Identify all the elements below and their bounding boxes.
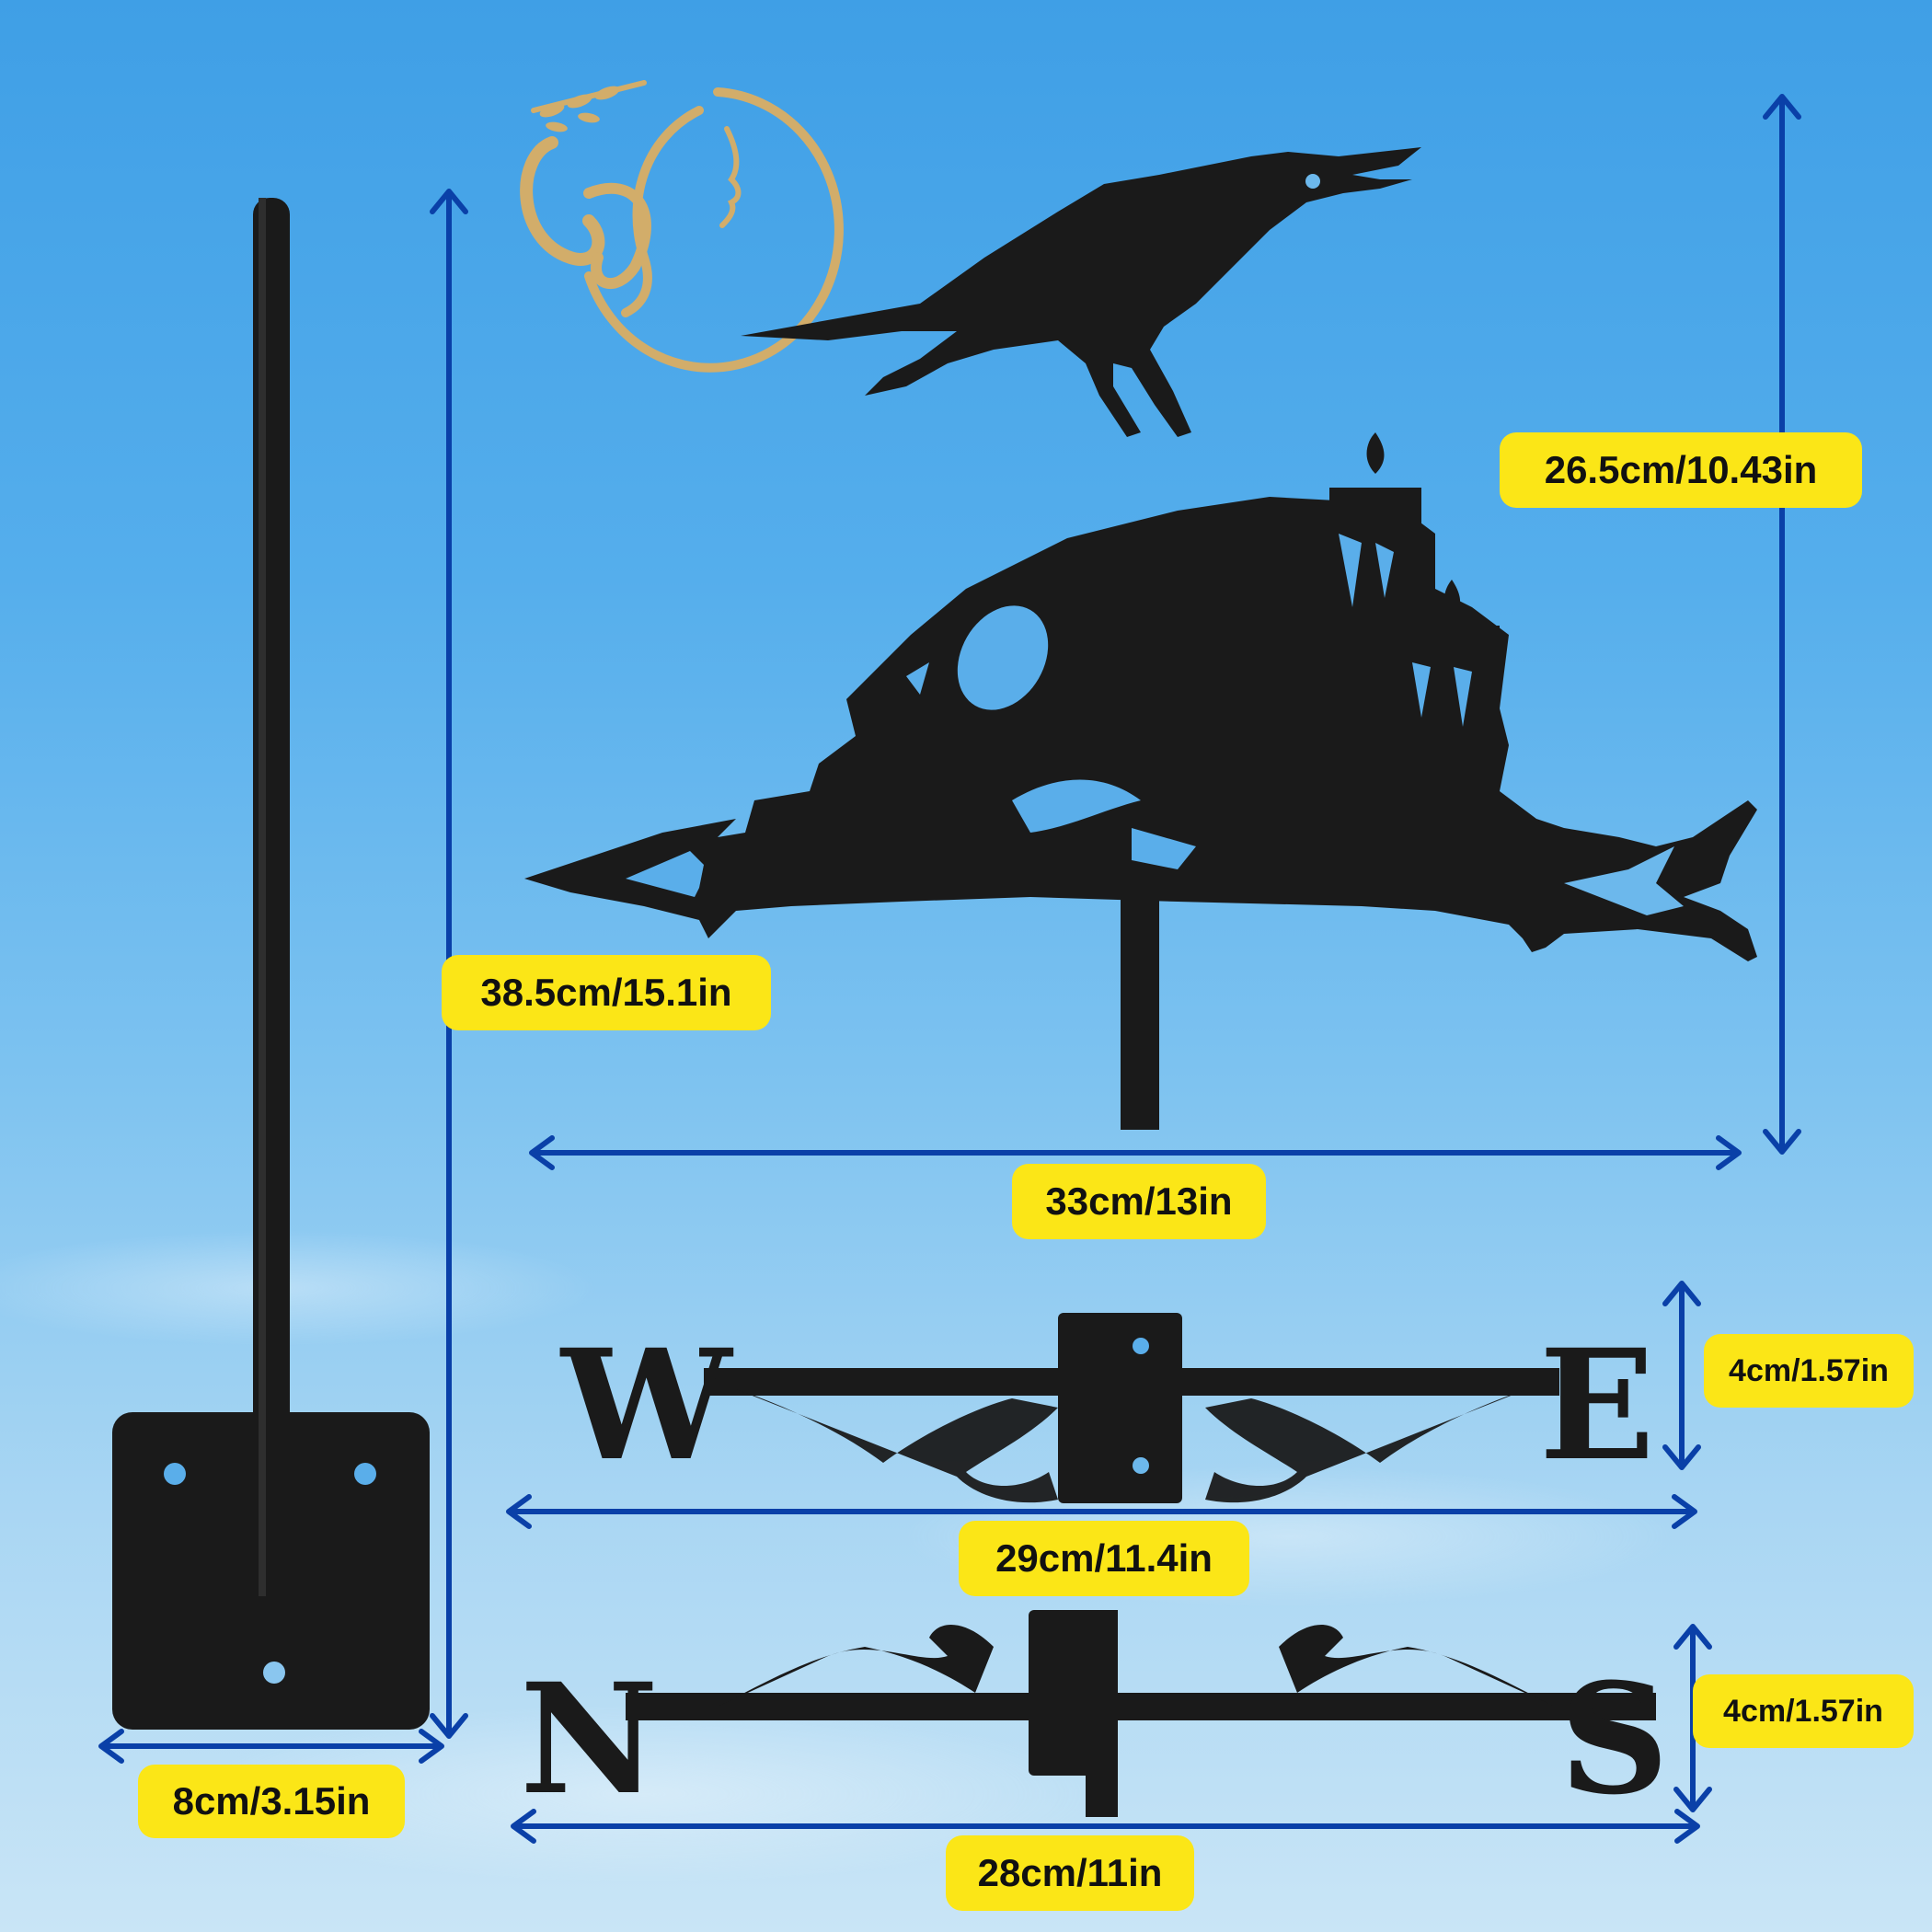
east-letter: E (1539, 1316, 1655, 1494)
ns-width-arrow (511, 1809, 1700, 1844)
south-letter: S (1559, 1650, 1669, 1828)
pole-height-label: 38.5cm/15.1in (442, 955, 771, 1030)
vane-width-arrow (529, 1135, 1742, 1170)
base-width-label: 8cm/3.15in (138, 1765, 405, 1838)
north-letter: N (520, 1650, 659, 1828)
base-width-arrow (98, 1729, 444, 1764)
ns-height-label: 4cm/1.57in (1693, 1674, 1914, 1748)
we-height-arrow (1662, 1281, 1701, 1470)
vane-height-arrow (1763, 94, 1801, 1155)
west-letter: W (559, 1316, 734, 1494)
we-width-arrow (506, 1494, 1697, 1529)
we-height-label: 4cm/1.57in (1704, 1334, 1914, 1408)
vane-width-label: 33cm/13in (1012, 1164, 1266, 1239)
we-width-label: 29cm/11.4in (959, 1521, 1249, 1596)
ns-width-label: 28cm/11in (946, 1835, 1194, 1911)
vane-height-label: 26.5cm/10.43in (1500, 432, 1862, 508)
